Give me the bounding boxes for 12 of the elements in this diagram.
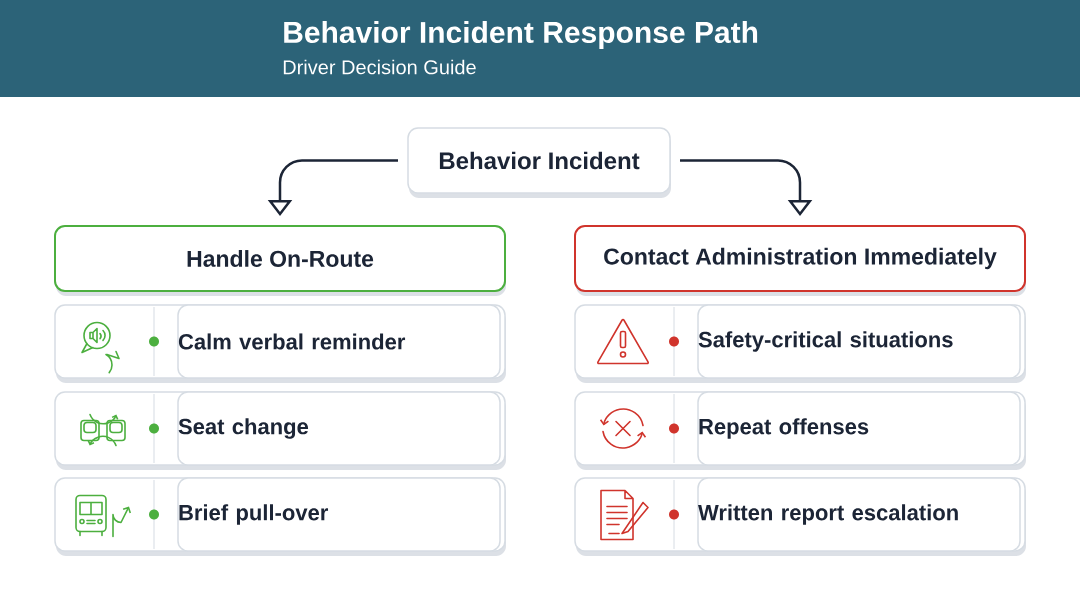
item-card: Brief pull-over xyxy=(54,477,506,556)
subtitle: Driver Decision Guide xyxy=(283,59,476,75)
item-card: Seat change xyxy=(54,391,506,470)
title: Behavior Incident Response Path xyxy=(284,21,758,49)
item-card: Repeat offenses xyxy=(574,391,1026,470)
category-box: Handle On-Route xyxy=(54,225,506,296)
start-box: Behavior Incident xyxy=(407,127,671,198)
item-card: Safety-critical situations xyxy=(574,304,1026,383)
item-card: Written report escalation xyxy=(574,477,1026,556)
category-box: Contact Administration Immediately xyxy=(574,225,1026,296)
arrow xyxy=(680,159,813,216)
item-card: Calm verbal reminder xyxy=(54,304,506,383)
